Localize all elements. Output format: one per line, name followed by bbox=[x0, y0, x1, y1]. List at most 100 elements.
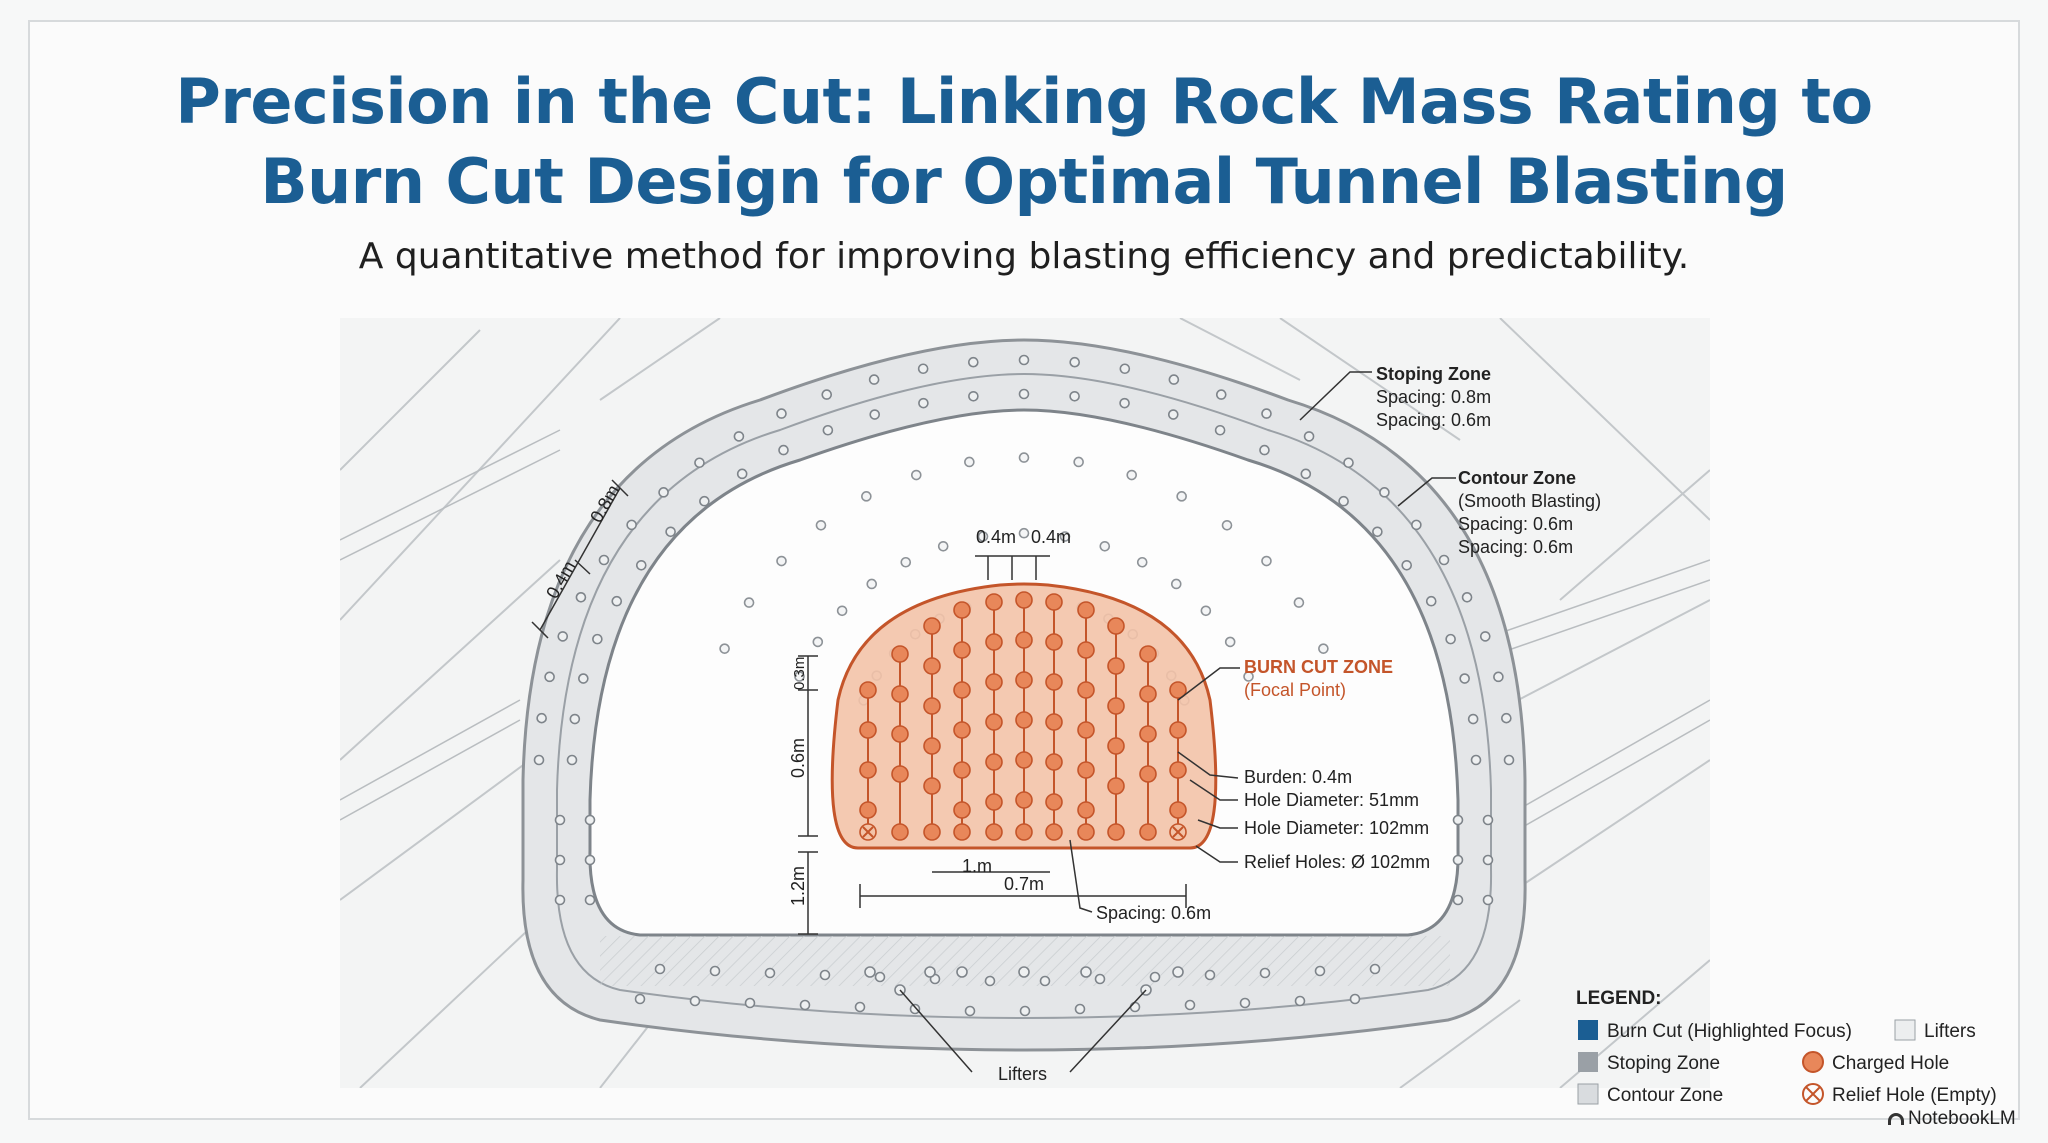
legend-swatch-burn-cut bbox=[1578, 1020, 1598, 1040]
relief-holes-label: Relief Holes: Ø 102mm bbox=[1244, 852, 1430, 872]
contour-zone-method: (Smooth Blasting) bbox=[1458, 491, 1601, 511]
contour-hole bbox=[689, 995, 701, 1007]
contour-hole bbox=[584, 894, 596, 906]
contour-hole bbox=[874, 971, 886, 983]
charged-hole bbox=[1139, 685, 1157, 703]
contour-hole bbox=[1184, 999, 1196, 1011]
contour-hole bbox=[1214, 424, 1226, 436]
stoping-hole bbox=[900, 556, 912, 568]
charged-hole bbox=[1045, 823, 1063, 841]
charged-hole bbox=[1139, 725, 1157, 743]
contour-hole bbox=[1338, 495, 1349, 507]
legend-heading: LEGEND: bbox=[1576, 988, 1662, 1009]
charged-hole bbox=[1077, 721, 1095, 739]
lifter-hole bbox=[1080, 966, 1092, 978]
contour-hole bbox=[1069, 391, 1080, 402]
stoping-hole bbox=[1293, 597, 1305, 608]
contour-hole bbox=[699, 495, 710, 507]
charged-hole bbox=[953, 641, 971, 659]
contour-hole bbox=[1239, 997, 1251, 1009]
charged-hole bbox=[953, 761, 971, 779]
lifter-hole bbox=[956, 966, 968, 978]
contour-hole bbox=[1482, 814, 1494, 826]
legend-label-burn-cut: Burn Cut (Highlighted Focus) bbox=[1607, 1021, 1852, 1042]
stoping-hole bbox=[719, 643, 730, 654]
contour-zone-title: Contour Zone bbox=[1458, 468, 1576, 488]
charged-hole bbox=[1139, 823, 1157, 841]
charged-hole bbox=[1045, 793, 1063, 811]
contour-hole bbox=[1119, 397, 1130, 409]
charged-hole bbox=[1107, 777, 1125, 795]
burn-cut-holes bbox=[859, 591, 1187, 841]
contour-hole bbox=[1149, 971, 1161, 983]
contour-hole bbox=[611, 595, 623, 607]
legend-label-lifters: Lifters bbox=[1924, 1021, 1976, 1042]
contour-hole bbox=[869, 409, 881, 420]
contour-hole bbox=[533, 754, 545, 766]
charged-hole bbox=[1169, 801, 1187, 819]
hole-diameter-102-label: Hole Diameter: 102mm bbox=[1244, 818, 1429, 838]
contour-hole bbox=[694, 457, 705, 469]
legend-swatch-lifters bbox=[1894, 1019, 1916, 1041]
contour-hole bbox=[536, 712, 547, 724]
contour-hole bbox=[665, 526, 676, 538]
contour-hole bbox=[1314, 965, 1326, 977]
lifter-hole bbox=[1172, 966, 1184, 978]
stoping-hole bbox=[743, 597, 755, 608]
leader-lines bbox=[899, 371, 1456, 1073]
lifter-hole bbox=[864, 966, 876, 978]
contour-hole bbox=[709, 965, 721, 977]
dimension-lines bbox=[531, 479, 1187, 935]
charged-hole bbox=[985, 713, 1003, 731]
contour-hole bbox=[1479, 631, 1491, 642]
hole-diameter-51-label: Hole Diameter: 51mm bbox=[1244, 790, 1419, 810]
stoping-hole bbox=[1170, 578, 1182, 590]
contour-hole bbox=[1259, 444, 1270, 456]
dim-bottom-small: 1.m bbox=[962, 856, 992, 876]
legend-label-charged-hole: Charged Hole bbox=[1832, 1053, 1949, 1074]
burn-cut-subtitle: (Focal Point) bbox=[1244, 680, 1346, 700]
contour-hole bbox=[578, 673, 589, 684]
charged-hole bbox=[1045, 753, 1063, 771]
charged-hole bbox=[1015, 823, 1033, 841]
contour-hole bbox=[1349, 993, 1361, 1005]
contour-hole bbox=[1482, 854, 1494, 866]
dim-top-right: 0.4m bbox=[1031, 527, 1071, 547]
stoping-hole bbox=[815, 519, 827, 531]
stoping-hole bbox=[977, 531, 989, 542]
contour-hole bbox=[1168, 374, 1180, 385]
legend-label-relief-hole: Relief Hole (Empty) bbox=[1832, 1085, 1997, 1106]
contour-hole bbox=[1204, 969, 1216, 981]
contour-hole bbox=[1369, 963, 1381, 975]
stoping-hole bbox=[1099, 540, 1111, 552]
contour-hole bbox=[1401, 559, 1413, 571]
title-line-1: Precision in the Cut: Linking Rock Mass … bbox=[175, 65, 1873, 138]
contour-hole bbox=[1411, 519, 1422, 531]
contour-zone-spacing-2: Spacing: 0.6m bbox=[1458, 537, 1573, 557]
contour-hole bbox=[575, 592, 587, 603]
contour-hole bbox=[868, 374, 880, 385]
contour-hole bbox=[1445, 633, 1456, 645]
title-line-2: Burn Cut Design for Optimal Tunnel Blast… bbox=[260, 145, 1788, 218]
charged-hole bbox=[985, 593, 1003, 611]
contour-hole bbox=[964, 1005, 976, 1017]
charged-hole bbox=[985, 793, 1003, 811]
dim-cut-height: 0.6m bbox=[788, 738, 808, 778]
legend-charged-hole-icon bbox=[1802, 1051, 1824, 1073]
contour-hole bbox=[1452, 854, 1464, 866]
dim-bottom-width: 0.7m bbox=[1004, 874, 1044, 894]
legend-label-stoping: Stoping Zone bbox=[1607, 1053, 1720, 1074]
contour-hole bbox=[1094, 973, 1106, 985]
charged-hole bbox=[985, 753, 1003, 771]
contour-hole bbox=[1501, 712, 1512, 724]
contour-hole bbox=[1261, 408, 1272, 419]
notebooklm-brand: NotebookLM bbox=[1888, 1108, 2016, 1130]
charged-hole bbox=[891, 725, 909, 743]
lifter-hole bbox=[924, 966, 936, 978]
stoping-hole bbox=[1176, 491, 1187, 502]
charged-hole bbox=[1107, 657, 1125, 675]
contour-hole bbox=[635, 559, 647, 571]
charged-hole bbox=[953, 601, 971, 619]
contour-hole bbox=[819, 969, 831, 981]
